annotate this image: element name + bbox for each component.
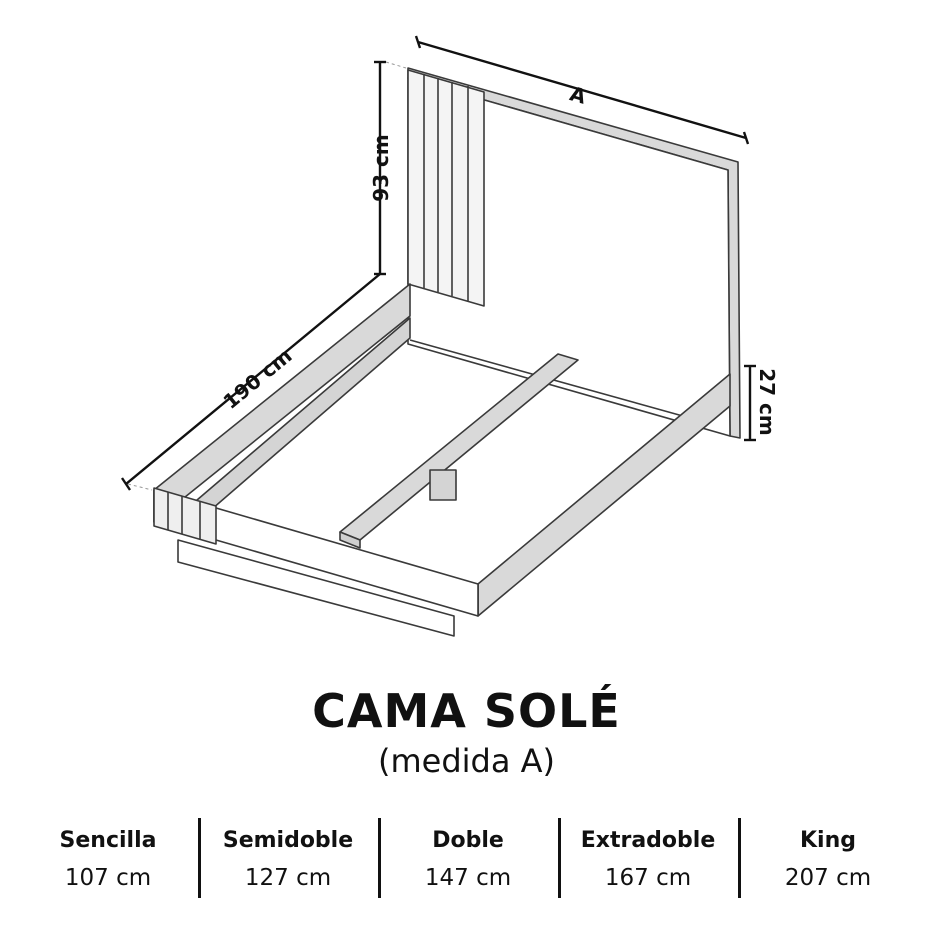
bed-dimension-diagram: A 93 cm 190 cm 27 cm [121,35,779,637]
size-name: King [800,828,856,853]
frame-height-dimension-line [744,364,756,442]
size-value: 107 cm [64,865,152,891]
center-support-slat [339,353,579,549]
size-name: Extradoble [580,828,716,853]
product-title: CAMA SOLÉ [312,684,621,738]
width-dimension-line [414,35,750,145]
frame-height-label: 27 cm [755,368,779,436]
size-value: 127 cm [244,865,332,891]
footboard [153,487,479,637]
size-column-sencilla: Sencilla 107 cm [18,812,198,902]
size-name: Sencilla [59,828,157,853]
left-side-rail [153,283,411,529]
size-name: Doble [432,828,504,853]
size-column-doble: Doble 147 cm [378,812,558,902]
size-value: 147 cm [424,865,512,891]
size-value: 167 cm [604,865,692,891]
headboard-height-label: 93 cm [369,134,393,202]
size-column-king: King 207 cm [738,812,918,902]
size-name: Semidoble [222,828,354,853]
size-column-semidoble: Semidoble 127 cm [198,812,378,902]
product-subtitle: (medida A) [377,742,555,780]
width-label: A [567,81,589,108]
size-value: 207 cm [784,865,872,891]
size-column-extradoble: Extradoble 167 cm [558,812,738,902]
size-table: Sencilla 107 cm Semidoble 127 cm Doble 1… [18,812,918,902]
length-dimension-line [121,273,381,491]
headboard [407,67,741,439]
